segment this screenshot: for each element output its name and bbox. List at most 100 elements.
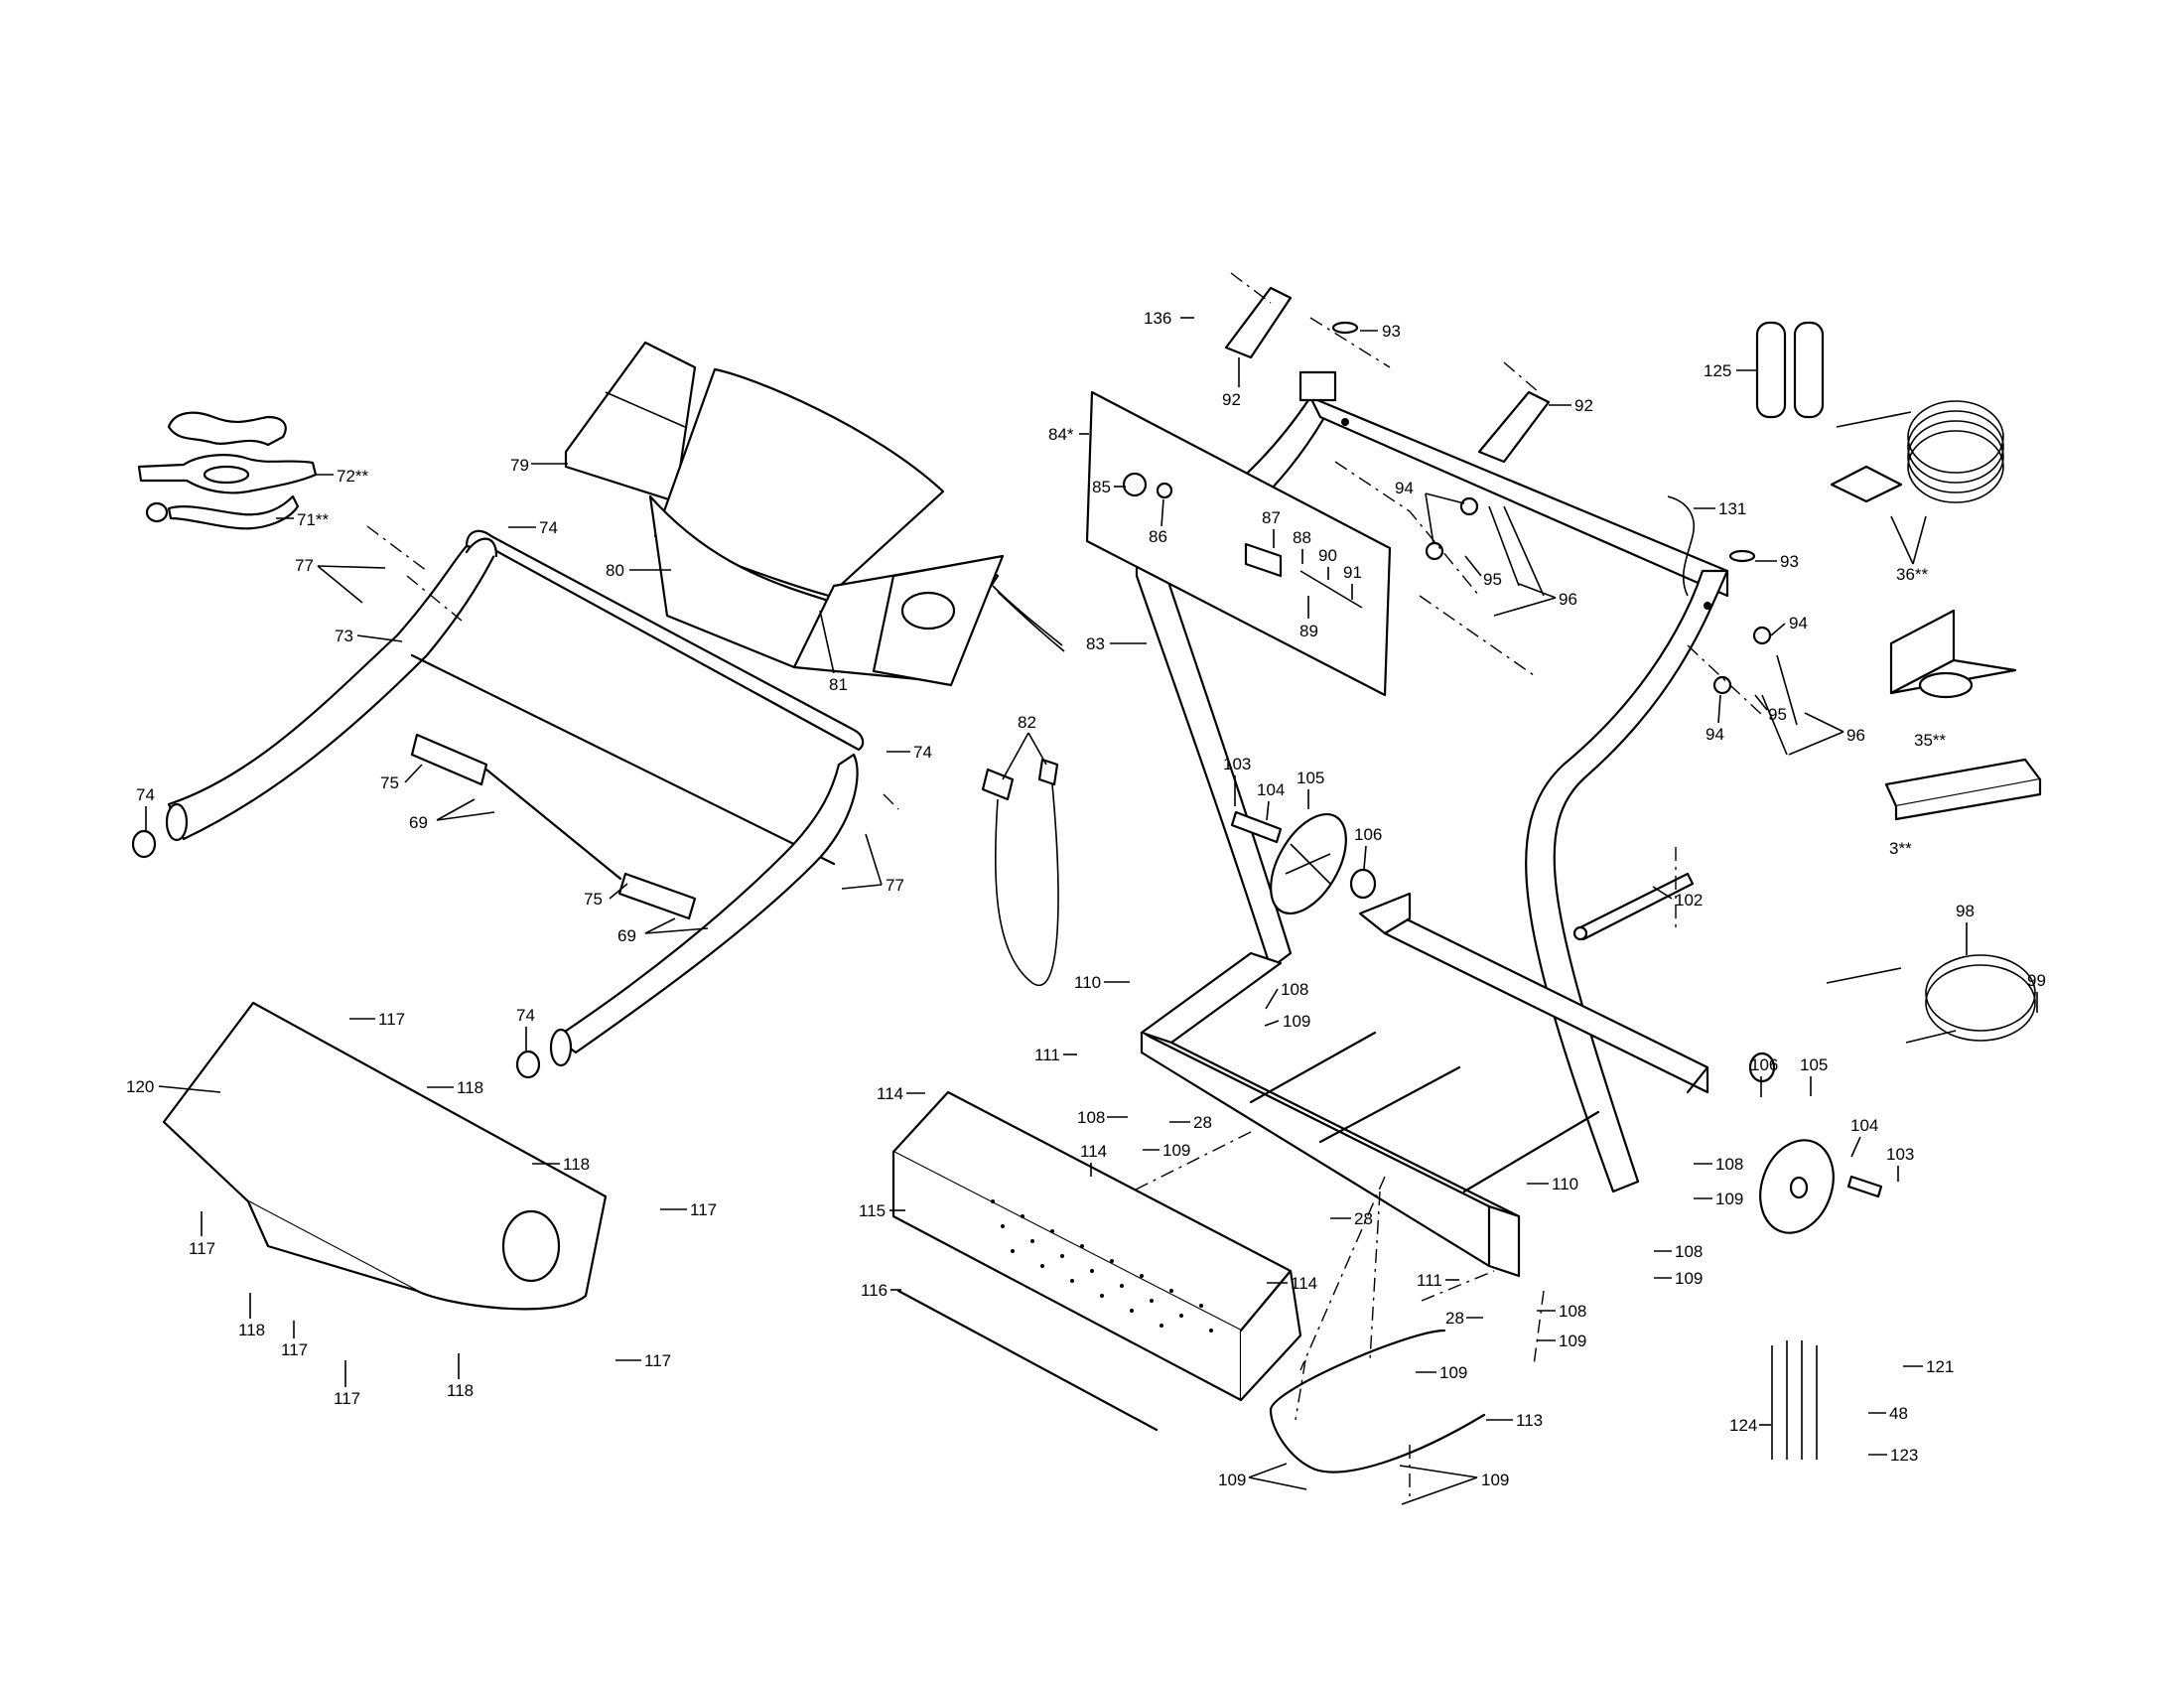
svg-text:117: 117 bbox=[690, 1200, 717, 1219]
cd-case-part bbox=[1889, 609, 2017, 699]
svg-text:82: 82 bbox=[1018, 713, 1036, 732]
callout-74-c: 74 bbox=[136, 785, 155, 832]
callout-111-b: 111 bbox=[1417, 1271, 1459, 1290]
callout-79: 79 bbox=[510, 456, 568, 475]
callout-111-a: 111 bbox=[1034, 1046, 1077, 1064]
svg-text:125: 125 bbox=[1704, 361, 1731, 380]
svg-text:79: 79 bbox=[510, 456, 529, 475]
svg-text:105: 105 bbox=[1800, 1055, 1828, 1074]
callout-120: 120 bbox=[126, 1077, 221, 1096]
svg-text:28: 28 bbox=[1445, 1309, 1464, 1328]
svg-text:118: 118 bbox=[447, 1381, 474, 1400]
svg-text:110: 110 bbox=[1074, 973, 1101, 992]
callout-96-b: 96 bbox=[1788, 712, 1865, 756]
svg-text:109: 109 bbox=[1559, 1332, 1586, 1350]
callout-85: 85 bbox=[1092, 478, 1126, 496]
dumbbell-part bbox=[1755, 321, 1825, 419]
svg-text:94: 94 bbox=[1395, 479, 1414, 497]
svg-text:108: 108 bbox=[1281, 980, 1308, 999]
callout-92-b: 92 bbox=[1549, 396, 1593, 415]
callout-89: 89 bbox=[1299, 596, 1318, 640]
svg-text:104: 104 bbox=[1257, 780, 1285, 799]
svg-text:103: 103 bbox=[1886, 1145, 1914, 1164]
callout-93-a: 93 bbox=[1360, 322, 1401, 341]
svg-text:93: 93 bbox=[1780, 552, 1799, 571]
callout-81: 81 bbox=[819, 610, 848, 694]
svg-text:116: 116 bbox=[861, 1281, 887, 1300]
callout-114-c: 114 bbox=[1267, 1274, 1317, 1293]
callout-106-a: 106 bbox=[1354, 825, 1382, 870]
callout-75-b: 75 bbox=[584, 883, 628, 909]
svg-text:77: 77 bbox=[295, 556, 314, 575]
callout-108-d: 108 bbox=[1654, 1242, 1703, 1261]
callout-87: 87 bbox=[1262, 508, 1281, 548]
callout-118-c: 118 bbox=[238, 1293, 265, 1339]
svg-text:118: 118 bbox=[457, 1078, 483, 1097]
callout-80: 80 bbox=[606, 561, 671, 580]
callout-74-b: 74 bbox=[887, 743, 932, 762]
console-plate-part bbox=[1085, 390, 1392, 697]
svg-text:109: 109 bbox=[1675, 1269, 1703, 1288]
callout-69-b: 69 bbox=[617, 917, 709, 945]
svg-text:120: 120 bbox=[126, 1077, 154, 1096]
svg-text:103: 103 bbox=[1223, 755, 1251, 773]
callout-117-e: 117 bbox=[615, 1351, 671, 1370]
svg-text:89: 89 bbox=[1299, 622, 1318, 640]
svg-text:109: 109 bbox=[1481, 1471, 1509, 1489]
callout-109-f: 109 bbox=[1416, 1363, 1467, 1382]
callout-124: 124 bbox=[1729, 1416, 1771, 1435]
svg-text:91: 91 bbox=[1343, 563, 1362, 582]
svg-text:36**: 36** bbox=[1896, 565, 1929, 584]
callout-116: 116 bbox=[861, 1281, 901, 1300]
svg-text:87: 87 bbox=[1262, 508, 1281, 527]
base-frame-part bbox=[1140, 892, 1709, 1278]
callout-106-b: 106 bbox=[1750, 1055, 1778, 1097]
svg-text:108: 108 bbox=[1715, 1155, 1743, 1174]
callout-83: 83 bbox=[1086, 634, 1147, 653]
callout-108-a: 108 bbox=[1265, 980, 1308, 1010]
callout-110-a: 110 bbox=[1074, 973, 1130, 992]
shield-panel-part bbox=[162, 1001, 608, 1311]
svg-text:124: 124 bbox=[1729, 1416, 1757, 1435]
chest-strap-part bbox=[137, 411, 318, 530]
svg-text:80: 80 bbox=[606, 561, 624, 580]
callout-136: 136 bbox=[1144, 309, 1194, 328]
videotape-part bbox=[1884, 758, 2042, 821]
callout-109-e: 109 bbox=[1537, 1332, 1586, 1350]
callout-71: 71** bbox=[276, 510, 330, 529]
svg-text:118: 118 bbox=[238, 1321, 265, 1339]
svg-text:106: 106 bbox=[1354, 825, 1382, 844]
callout-115: 115 bbox=[859, 1201, 905, 1220]
callout-94-c: 94 bbox=[1706, 694, 1724, 744]
callout-94-a: 94 bbox=[1395, 479, 1465, 545]
shock-damper-part bbox=[1572, 847, 1695, 941]
callout-125: 125 bbox=[1704, 361, 1756, 380]
callout-118-d: 118 bbox=[447, 1353, 474, 1400]
callout-35: 35** bbox=[1914, 731, 1947, 750]
console-cover-part bbox=[564, 341, 1065, 687]
callout-69-a: 69 bbox=[409, 798, 495, 832]
cable-part bbox=[1667, 495, 1695, 597]
callout-108-b: 108 bbox=[1077, 1108, 1128, 1127]
svg-text:105: 105 bbox=[1297, 769, 1324, 787]
callout-86: 86 bbox=[1149, 498, 1167, 546]
callout-73: 73 bbox=[335, 627, 403, 645]
svg-text:35**: 35** bbox=[1914, 731, 1947, 750]
handlebar-frame-part bbox=[131, 529, 865, 1079]
svg-text:136: 136 bbox=[1144, 309, 1171, 328]
svg-text:102: 102 bbox=[1675, 891, 1703, 910]
svg-text:131: 131 bbox=[1718, 499, 1746, 518]
svg-text:108: 108 bbox=[1675, 1242, 1703, 1261]
svg-text:92: 92 bbox=[1574, 396, 1593, 415]
trim-strip-part bbox=[896, 1289, 1159, 1432]
svg-text:118: 118 bbox=[563, 1155, 590, 1174]
svg-text:96: 96 bbox=[1559, 590, 1577, 609]
callout-109-g: 109 bbox=[1218, 1463, 1307, 1490]
svg-text:123: 123 bbox=[1890, 1446, 1918, 1465]
svg-text:109: 109 bbox=[1715, 1190, 1743, 1208]
callout-108-c: 108 bbox=[1694, 1155, 1743, 1174]
callout-103-b: 103 bbox=[1886, 1145, 1914, 1182]
callout-114-b: 114 bbox=[1080, 1142, 1107, 1177]
callout-121: 121 bbox=[1903, 1357, 1954, 1376]
